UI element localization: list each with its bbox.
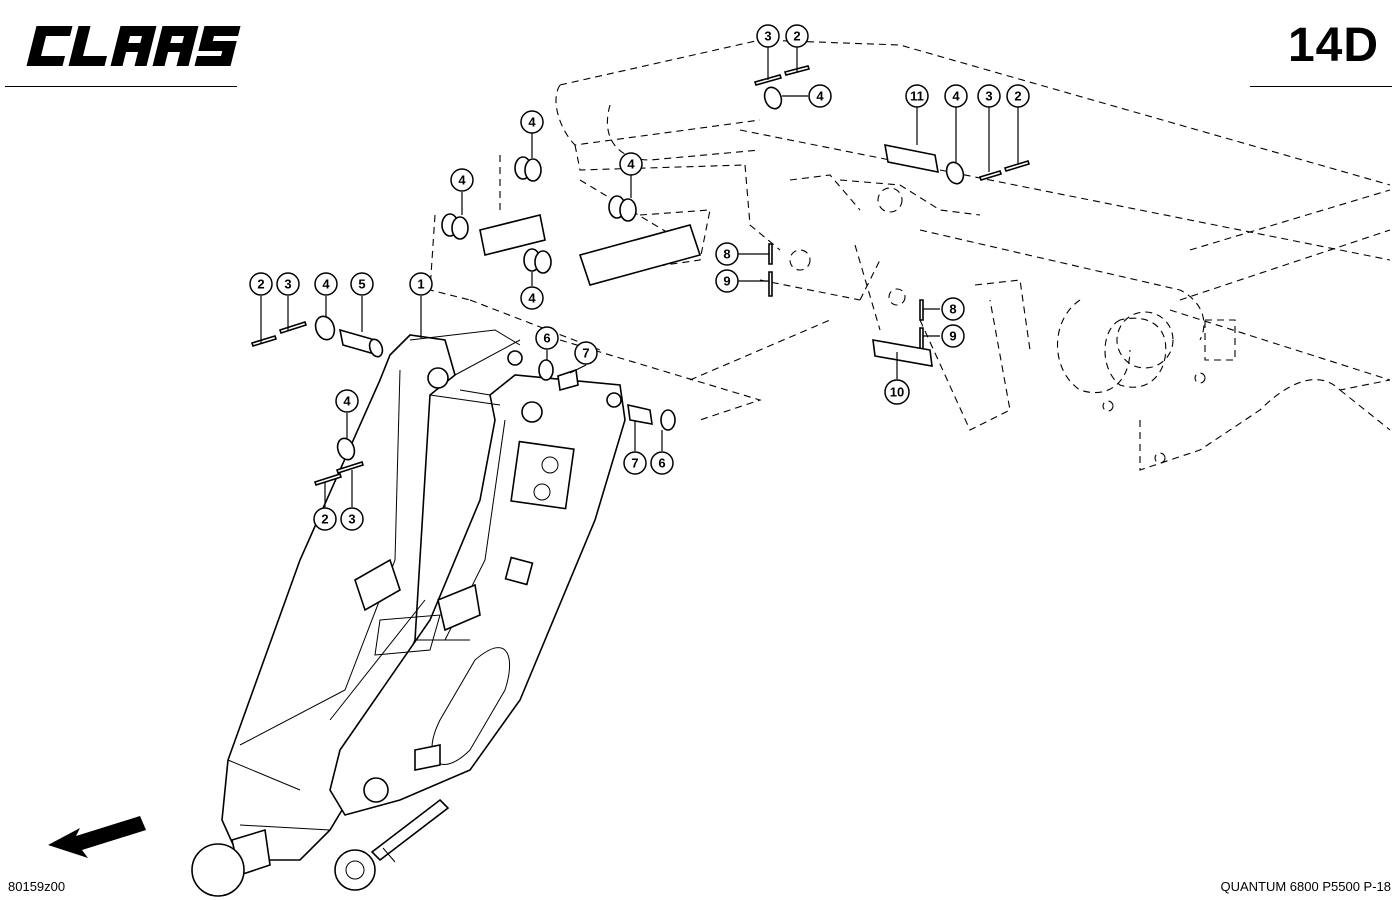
- callout-8b: 8: [941, 297, 965, 321]
- callout-2b: 2: [1006, 84, 1030, 108]
- callout-7a: 7: [574, 341, 598, 365]
- callout-4b: 4: [944, 84, 968, 108]
- callout-6a: 6: [535, 326, 559, 350]
- svg-text:3: 3: [764, 29, 771, 44]
- callout-1: 1: [409, 272, 433, 296]
- svg-text:4: 4: [952, 89, 960, 104]
- svg-text:4: 4: [458, 173, 466, 188]
- svg-text:8: 8: [723, 247, 730, 262]
- svg-text:4: 4: [816, 89, 824, 104]
- callout-4c: 4: [520, 110, 544, 134]
- svg-text:9: 9: [723, 274, 730, 289]
- callout-11: 11: [905, 84, 929, 108]
- callout-9b: 9: [941, 324, 965, 348]
- svg-text:3: 3: [348, 512, 355, 527]
- svg-text:4: 4: [627, 157, 635, 172]
- svg-text:10: 10: [890, 385, 904, 400]
- svg-text:2: 2: [321, 512, 328, 527]
- svg-text:5: 5: [358, 277, 365, 292]
- callout-8a: 8: [715, 242, 739, 266]
- callout-4e: 4: [450, 168, 474, 192]
- svg-text:6: 6: [658, 456, 665, 471]
- svg-text:1: 1: [417, 277, 424, 292]
- page-code: 14D: [1287, 19, 1379, 72]
- callout-3a: 3: [756, 24, 780, 48]
- svg-text:3: 3: [985, 89, 992, 104]
- callout-5: 5: [350, 272, 374, 296]
- callout-4g: 4: [520, 286, 544, 310]
- callout-9a: 9: [715, 269, 739, 293]
- callout-7b: 7: [623, 451, 647, 475]
- callout-6b: 6: [650, 451, 674, 475]
- model-label: QUANTUM 6800 P5500 P-18: [1220, 879, 1391, 894]
- svg-text:8: 8: [949, 302, 956, 317]
- callout-3c: 3: [276, 272, 300, 296]
- callout-4f: 4: [314, 272, 338, 296]
- item-callouts: 3 2 4 11 4 3 2 4 4 4 8 9 2 3 4 5 1 4 6 7…: [249, 24, 1030, 531]
- svg-text:4: 4: [528, 291, 536, 306]
- header-rule-left: [5, 86, 237, 87]
- callout-3d: 3: [340, 507, 364, 531]
- svg-text:11: 11: [910, 89, 924, 104]
- callout-4a: 4: [808, 84, 832, 108]
- svg-text:4: 4: [322, 277, 330, 292]
- leader-lines: [260, 45, 1019, 507]
- drawbar-frame: [191, 329, 626, 897]
- svg-text:3: 3: [284, 277, 291, 292]
- svg-text:2: 2: [257, 277, 264, 292]
- svg-text:4: 4: [343, 394, 351, 409]
- callout-2c: 2: [249, 272, 273, 296]
- svg-text:2: 2: [793, 29, 800, 44]
- direction-arrow-icon: [48, 816, 146, 858]
- callout-10: 10: [884, 379, 910, 405]
- chassis-outline: [429, 39, 1391, 471]
- svg-text:4: 4: [528, 115, 536, 130]
- callout-4d: 4: [619, 152, 643, 176]
- svg-text:9: 9: [949, 329, 956, 344]
- callout-4h: 4: [335, 389, 359, 413]
- claas-logo: [26, 26, 241, 66]
- callout-3b: 3: [977, 84, 1001, 108]
- svg-text:7: 7: [631, 456, 638, 471]
- svg-text:7: 7: [582, 346, 589, 361]
- callout-2d: 2: [313, 507, 337, 531]
- svg-text:6: 6: [543, 331, 550, 346]
- drawing-number: 80159z00: [8, 879, 66, 894]
- callout-2a: 2: [785, 24, 809, 48]
- svg-text:2: 2: [1014, 89, 1021, 104]
- header-rule-right: [1250, 86, 1392, 87]
